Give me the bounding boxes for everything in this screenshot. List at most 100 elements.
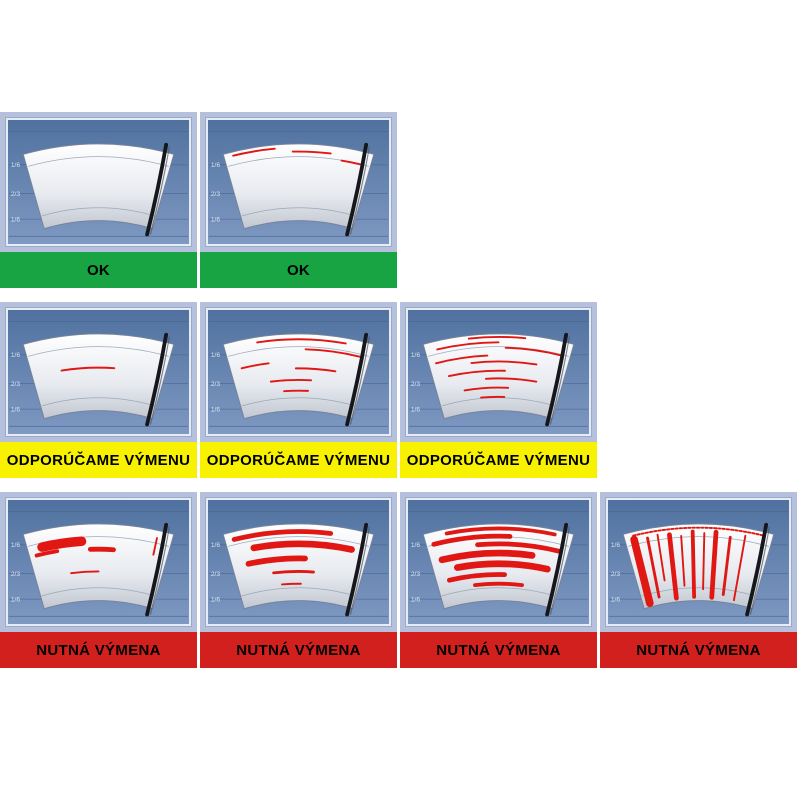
wiper-blade-edge (149, 146, 171, 235)
status-banner-ok: OK (200, 252, 397, 288)
wiper-blade-edge (749, 526, 771, 615)
status-banner-bad: NUTNÁ VÝMENA (600, 632, 797, 668)
zone-arc (41, 397, 156, 407)
wear-marks (34, 536, 158, 575)
zone-arc (641, 587, 756, 597)
windshield-panel: 1/6 2/3 1/6 (6, 118, 191, 246)
zone-arc (628, 536, 769, 547)
wiper-blade-edge (549, 526, 571, 615)
status-banner-bad: NUTNÁ VÝMENA (0, 632, 197, 668)
windshield-glass (422, 333, 575, 420)
zone-arc (228, 346, 369, 357)
zone-label: 2/3 (211, 571, 221, 578)
zone-label: 1/6 (11, 542, 21, 549)
status-banner-bad: NUTNÁ VÝMENA (200, 632, 397, 668)
zone-arc (241, 587, 356, 597)
status-banner-warn: ODPORÚČAME VÝMENU (0, 442, 197, 478)
zone-label: 1/6 (11, 597, 21, 604)
wear-marks (240, 338, 361, 393)
windshield-wear-graphic: 1/6 2/3 1/6 (8, 310, 189, 434)
wear-marks (630, 526, 765, 608)
windshield-wear-graphic: 1/6 2/3 1/6 (8, 120, 189, 244)
zone-label: 2/3 (11, 381, 21, 388)
windshield-panel: 1/6 2/3 1/6 (206, 118, 391, 246)
windshield-wear-graphic: 1/62/31/6 (608, 500, 789, 624)
windshield-wear-graphic: 1/62/31/6 (208, 500, 389, 624)
zone-label: 1/6 (611, 597, 621, 604)
zone-label: 2/3 (11, 191, 21, 198)
wiper-blade-icon (145, 142, 169, 237)
wear-marks (60, 366, 116, 372)
zone-label: 2/3 (11, 571, 21, 578)
wiper-blade-icon (745, 522, 769, 617)
wiper-blade-icon (345, 522, 369, 617)
windshield-glass (22, 333, 175, 420)
wiper-blade-icon (145, 522, 169, 617)
cell-frame: 1/6 2/3 1/6 (0, 302, 197, 442)
windshield-glass (222, 143, 375, 230)
wiper-blade-icon (545, 522, 569, 617)
zone-label: 2/3 (211, 191, 221, 198)
status-banner-bad: NUTNÁ VÝMENA (400, 632, 597, 668)
wear-marks (231, 529, 355, 586)
wear-marks (435, 335, 564, 399)
wiper-blade-edge (349, 146, 371, 235)
zone-arc (441, 397, 556, 407)
cell-frame: 1/6 2/3 1/6 (200, 112, 397, 252)
zone-label: 1/6 (211, 162, 221, 169)
zone-label: 1/6 (411, 352, 421, 359)
windshield-wear-graphic: 1/62/31/6 (208, 310, 389, 434)
zone-label: 1/6 (11, 352, 21, 359)
wiper-blade-edge (349, 336, 371, 425)
zone-label: 1/6 (411, 542, 421, 549)
wear-marks (431, 526, 563, 587)
zone-label: 1/6 (11, 407, 21, 414)
zone-arc (241, 397, 356, 407)
wear-marks (232, 147, 362, 166)
wiper-blade-edge (349, 526, 371, 615)
windshield-glass (222, 333, 375, 420)
zone-label: 1/6 (11, 162, 21, 169)
zone-label: 1/6 (211, 542, 221, 549)
windshield-panel: 1/6 2/3 1/6 (6, 308, 191, 436)
zone-label: 1/6 (211, 352, 221, 359)
windshield-panel: 1/6 2/3 1/6 (6, 498, 191, 626)
wiper-blade-edge (149, 526, 171, 615)
zone-label: 1/6 (211, 217, 221, 224)
cell-frame: 1/6 2/3 1/6 (0, 112, 197, 252)
wiper-blade-icon (345, 332, 369, 427)
zone-arc (41, 587, 156, 597)
wiper-blade-edge (549, 336, 571, 425)
zone-arc (28, 156, 169, 167)
zone-arc (228, 536, 369, 547)
windshield-wear-graphic: 1/6 2/3 1/6 (208, 120, 389, 244)
zone-label: 2/3 (411, 381, 421, 388)
status-banner-warn: ODPORÚČAME VÝMENU (200, 442, 397, 478)
zone-label: 2/3 (211, 381, 221, 388)
zone-label: 1/6 (411, 597, 421, 604)
zone-arc (28, 346, 169, 357)
windshield-wear-graphic: 1/6 2/3 1/6 (8, 500, 189, 624)
status-banner-ok: OK (0, 252, 197, 288)
zone-arc (41, 207, 156, 217)
zone-label: 1/6 (11, 217, 21, 224)
windshield-wear-graphic: 1/62/31/6 (408, 500, 589, 624)
